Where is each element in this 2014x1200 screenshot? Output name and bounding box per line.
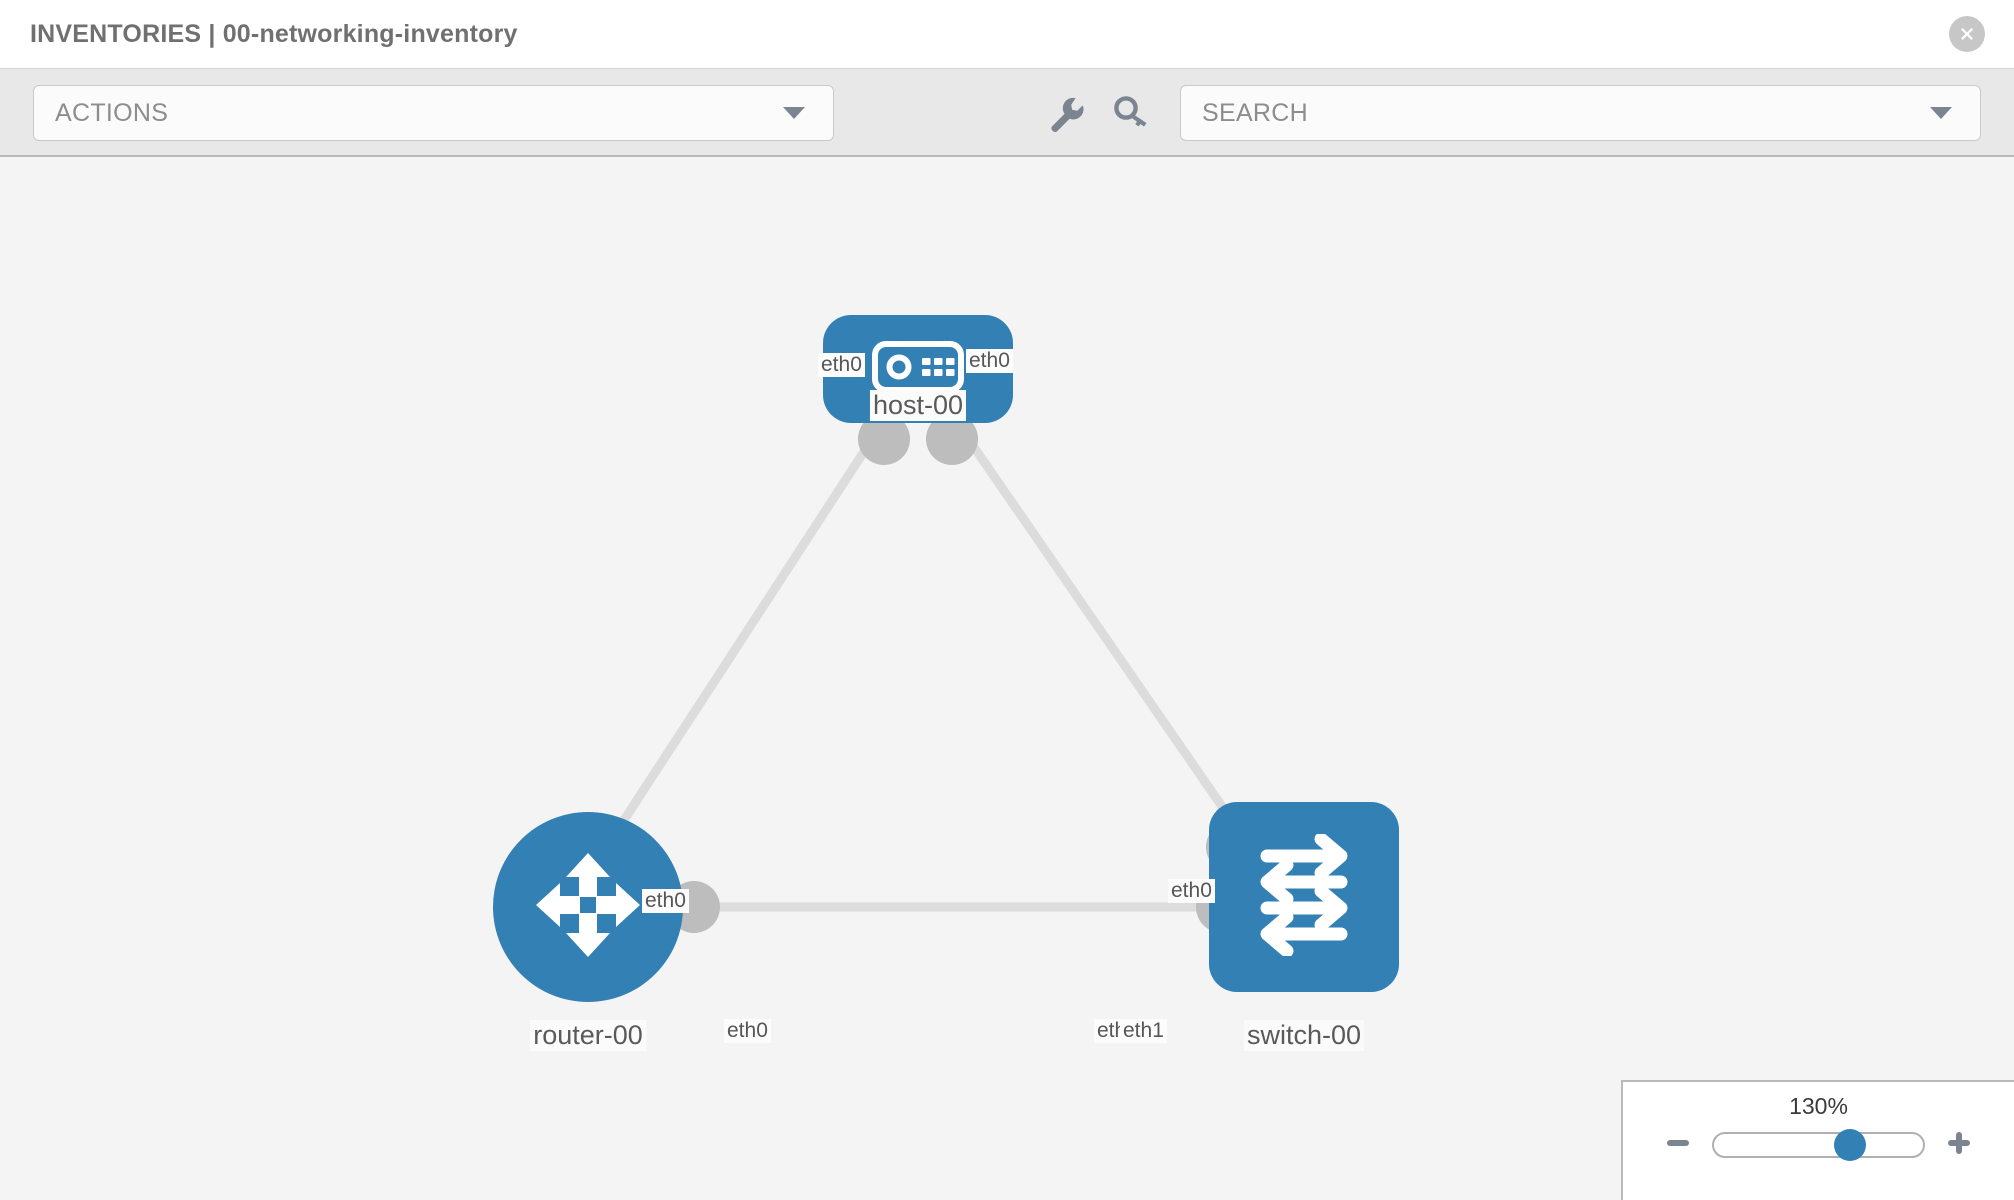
close-icon [1957, 24, 1977, 44]
key-icon[interactable] [1110, 91, 1154, 135]
edge-label-host-eth0-left: eth0 [818, 353, 865, 377]
edge-label-switch-eth1: eth1 [1120, 1019, 1167, 1043]
zoom-slider-thumb[interactable] [1833, 1129, 1866, 1161]
edge-host-switch [956, 424, 1254, 850]
node-label-host-00: host-00 [869, 390, 967, 421]
switch-arrows-icon [1243, 832, 1365, 961]
endpoint-host-left [858, 413, 910, 465]
actions-dropdown-label: ACTIONS [55, 98, 169, 127]
zoom-out-button[interactable] [1663, 1130, 1693, 1160]
endpoint-host-right [926, 413, 978, 465]
edge-lines [596, 424, 1254, 912]
zoom-slider-track[interactable] [1712, 1129, 1925, 1161]
edge-endpoints [668, 413, 1258, 933]
edge-label-router-eth0: eth0 [724, 1019, 771, 1043]
node-label-router-00: router-00 [530, 1020, 646, 1051]
edge-label-switch-eth0-diag: eth0 [1168, 879, 1215, 903]
minus-icon [1665, 1130, 1691, 1161]
plus-icon [1946, 1130, 1972, 1161]
search-placeholder: SEARCH [1202, 98, 1308, 127]
search-input[interactable]: SEARCH [1180, 85, 1981, 141]
close-button[interactable] [1949, 16, 1985, 52]
edge-label-host-eth0-right: eth0 [966, 349, 1013, 373]
topology-edges [596, 413, 1258, 933]
edge-label-router-eth0-diag: eth0 [642, 889, 689, 913]
toolbar: ACTIONS SEARCH [0, 68, 2014, 157]
router-arrows-icon [530, 847, 646, 968]
server-icon [872, 340, 964, 398]
page-header: INVENTORIES | 00-networking-inventory [0, 0, 2014, 68]
chevron-down-icon[interactable] [1930, 107, 1952, 119]
chevron-down-icon [783, 107, 805, 119]
page-title: INVENTORIES | 00-networking-inventory [30, 19, 518, 48]
zoom-in-button[interactable] [1944, 1130, 1974, 1160]
node-label-switch-00: switch-00 [1243, 1020, 1365, 1051]
zoom-level-value: 130% [1789, 1093, 1848, 1119]
topology-canvas[interactable]: host-00 router-00 [0, 157, 2014, 1200]
wrench-icon[interactable] [1043, 91, 1087, 135]
node-switch-00[interactable] [1209, 802, 1399, 992]
actions-dropdown[interactable]: ACTIONS [33, 85, 834, 141]
zoom-control-panel: 130% [1621, 1080, 2014, 1200]
edge-host-router [596, 424, 884, 860]
